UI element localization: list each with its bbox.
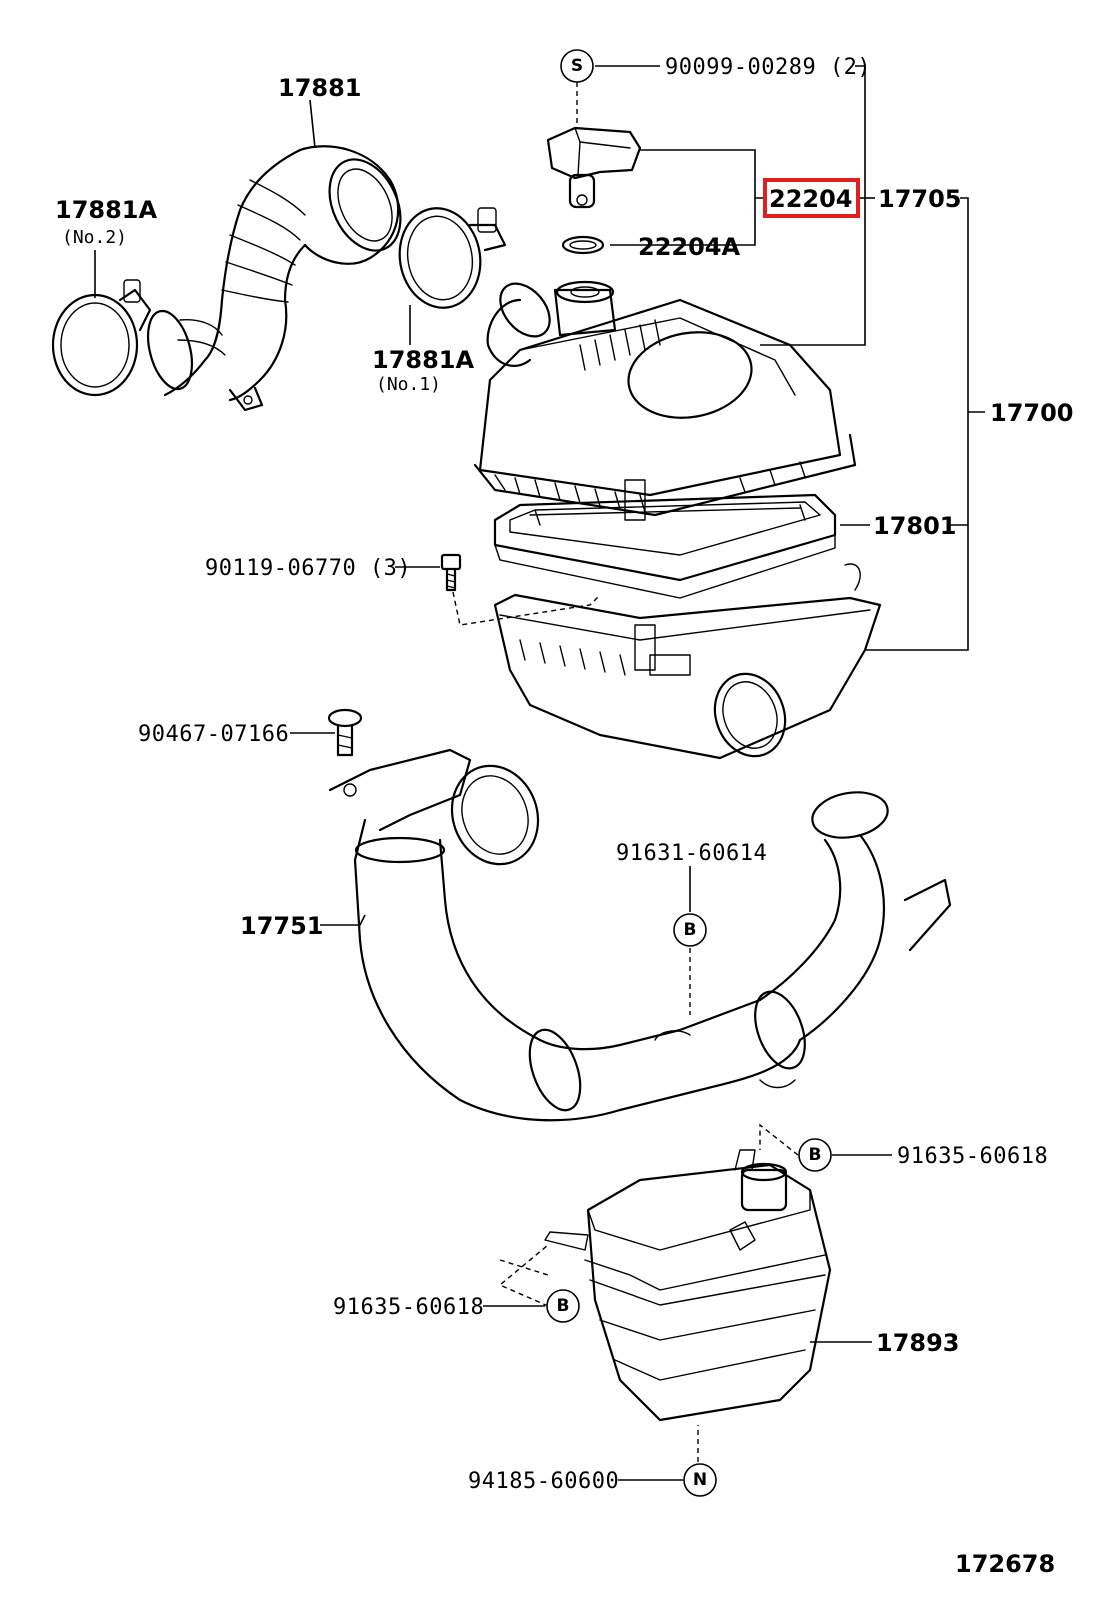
intake-hose-17881[interactable]	[140, 145, 414, 412]
label-22204[interactable]: 22204	[769, 185, 853, 213]
symbol-b-mid: B	[673, 913, 707, 947]
svg-text:S: S	[571, 56, 583, 76]
air-cleaner-case[interactable]	[493, 563, 882, 766]
clamp-17881A-no2[interactable]	[51, 279, 152, 397]
label-17700[interactable]: 17700	[990, 399, 1074, 427]
diagram-id: 172678	[955, 1550, 1055, 1578]
clamp-17881A-no1[interactable]	[392, 202, 507, 314]
label-17801[interactable]: 17801	[873, 512, 957, 540]
filter-element-17801[interactable]	[493, 493, 837, 599]
label-17893[interactable]: 17893	[876, 1329, 960, 1357]
label-17881A-no2[interactable]: 17881A	[55, 196, 157, 224]
leader-lines	[94, 65, 985, 1481]
symbol-b-left: B	[546, 1289, 580, 1323]
symbol-s-top: S	[560, 49, 594, 83]
clip-90467[interactable]	[327, 708, 363, 757]
label-17705[interactable]: 17705	[878, 185, 962, 213]
label-91635-60618-right[interactable]: 91635-60618	[897, 1144, 1048, 1169]
resonator-17893[interactable]	[544, 1149, 832, 1422]
label-17881A-no2-sub: (No.2)	[62, 227, 127, 248]
label-90099-00289[interactable]: 90099-00289 (2)	[665, 55, 871, 80]
label-17881[interactable]: 17881	[278, 74, 362, 102]
air-cleaner-cap[interactable]	[473, 274, 857, 521]
svg-text:B: B	[809, 1145, 822, 1165]
callout-labels: 17881 17881A (No.2) 17881A (No.1) 90099-…	[55, 55, 1074, 1578]
bolt-90119[interactable]	[440, 553, 462, 592]
symbol-n-bottom: N	[683, 1463, 717, 1497]
o-ring-22204A[interactable]	[561, 235, 605, 255]
svg-text:B: B	[684, 920, 697, 940]
label-94185-60600[interactable]: 94185-60600	[468, 1469, 619, 1494]
label-91635-60618-left[interactable]: 91635-60618	[333, 1295, 484, 1320]
air-flow-meter-22204[interactable]	[546, 126, 642, 209]
svg-text:B: B	[557, 1296, 570, 1316]
label-90119-06770[interactable]: 90119-06770 (3)	[205, 556, 411, 581]
label-17881A-no1-sub: (No.1)	[376, 374, 441, 395]
intake-duct-17751[interactable]	[328, 748, 952, 1122]
label-22204A[interactable]: 22204A	[638, 233, 740, 261]
label-90467-07166[interactable]: 90467-07166	[138, 722, 289, 747]
label-17751[interactable]: 17751	[240, 912, 324, 940]
svg-text:N: N	[693, 1470, 707, 1490]
label-17881A-no1[interactable]: 17881A	[372, 346, 474, 374]
highlight-box-22204	[763, 178, 860, 218]
label-91631-60614[interactable]: 91631-60614	[616, 841, 767, 866]
symbol-b-right: B	[798, 1138, 832, 1172]
dashed-lines	[452, 82, 799, 1462]
